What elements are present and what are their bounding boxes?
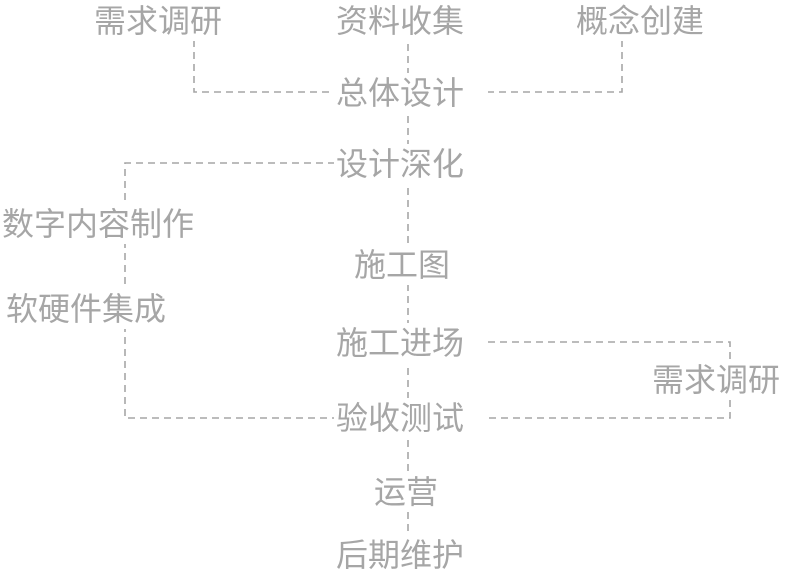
node-construction-entry: 施工进场 [334, 323, 467, 363]
node-operation: 运营 [372, 472, 441, 512]
node-acceptance-testing: 验收测试 [334, 398, 467, 438]
node-concept-creation: 概念创建 [574, 1, 707, 41]
node-demand-research-right: 需求调研 [650, 360, 783, 400]
connector-concept-to-overall [488, 40, 623, 93]
node-overall-design: 总体设计 [334, 73, 467, 113]
node-data-collection: 资料收集 [334, 1, 467, 41]
node-hw-sw-integration: 软硬件集成 [4, 289, 169, 329]
node-digital-content: 数字内容制作 [0, 204, 197, 244]
node-maintenance: 后期维护 [334, 535, 467, 575]
connector-demand-to-overall [193, 40, 335, 93]
node-demand-research-top: 需求调研 [92, 1, 225, 41]
node-design-deepening: 设计深化 [334, 144, 467, 184]
node-construction-drawing: 施工图 [352, 245, 453, 285]
